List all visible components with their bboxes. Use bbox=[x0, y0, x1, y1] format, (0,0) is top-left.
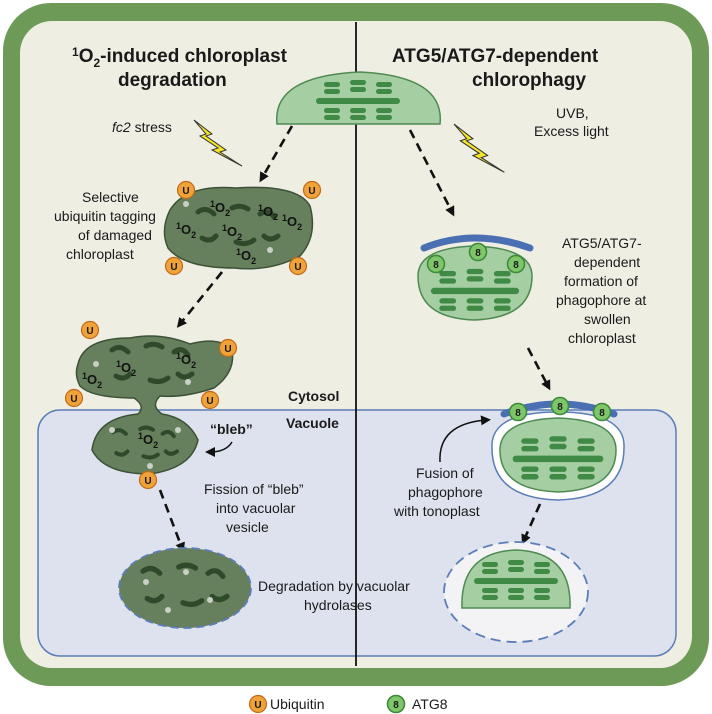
arrow-left-3 bbox=[158, 489, 185, 553]
damaged-chloroplast-blebbing bbox=[75, 335, 234, 475]
left-title-line1: 1O2-induced chloroplast bbox=[72, 45, 288, 70]
singlet-oxygen-a: 1O2 bbox=[210, 199, 230, 218]
vacuole-label: Vacuole bbox=[286, 415, 339, 431]
atg8-marker: 8 bbox=[426, 254, 446, 274]
svg-text:8: 8 bbox=[599, 408, 605, 419]
right-title-line1: ATG5/ATG7-dependent bbox=[392, 46, 599, 67]
phagophore-line6: chloroplast bbox=[568, 330, 636, 346]
fusion-line2: phagophore bbox=[408, 484, 483, 500]
ubiquitin-marker: U bbox=[138, 470, 158, 490]
svg-text:8: 8 bbox=[557, 402, 563, 413]
legend-ubiquitin-label: Ubiquitin bbox=[270, 696, 324, 712]
singlet-oxygen-i: 1O2 bbox=[82, 371, 102, 390]
singlet-oxygen-j: 1O2 bbox=[138, 431, 158, 450]
phagophore-line3: formation of bbox=[564, 273, 638, 289]
ubiquitin-marker: U bbox=[176, 180, 196, 200]
legend-atg8: 8 ATG8 bbox=[386, 694, 448, 714]
svg-text:U: U bbox=[206, 396, 213, 407]
tagging-line4: chloroplast bbox=[66, 246, 134, 262]
svg-text:U: U bbox=[86, 326, 93, 337]
ubiquitin-marker: U bbox=[164, 256, 184, 276]
arrow-right-2 bbox=[526, 347, 551, 391]
degradation-line1: Degradation by vacuolar bbox=[258, 578, 410, 594]
ubiquitin-marker: U bbox=[80, 320, 100, 340]
phagophore-line1: ATG5/ATG7- bbox=[562, 235, 642, 251]
autophagic-body-chloroplast bbox=[443, 541, 589, 643]
arrow-left-2 bbox=[176, 271, 224, 328]
ubiquitin-marker: U bbox=[302, 180, 322, 200]
arrow-right-3 bbox=[521, 503, 542, 545]
singlet-oxygen-h: 1O2 bbox=[176, 351, 196, 370]
ubiquitin-marker: U bbox=[288, 256, 308, 276]
bleb-label: “bleb” bbox=[210, 421, 253, 437]
arrow-left-1 bbox=[259, 125, 294, 183]
atg8-marker: 8 bbox=[508, 402, 528, 422]
svg-text:8: 8 bbox=[515, 408, 521, 419]
fc2-stress-label: fc2 stress bbox=[112, 119, 172, 135]
swollen-chloroplast-phagophore bbox=[417, 234, 534, 321]
singlet-oxygen-f: 1O2 bbox=[236, 247, 256, 266]
degradation-line2: hydrolases bbox=[304, 597, 372, 613]
tagging-line1: Selective bbox=[82, 189, 139, 205]
tagging-line3: of damaged bbox=[78, 227, 152, 243]
svg-text:U: U bbox=[70, 394, 77, 405]
fusion-pointer-arrow bbox=[439, 415, 491, 463]
fission-line2: into vacuolar bbox=[216, 500, 296, 516]
phagophore-line4: phagophore at bbox=[556, 292, 646, 308]
vacuolar-vesicle-degrading bbox=[118, 547, 252, 629]
ubiquitin-marker: U bbox=[200, 390, 220, 410]
right-title-line2: chlorophagy bbox=[472, 70, 586, 91]
ubiquitin-marker: U bbox=[218, 338, 238, 358]
svg-text:8: 8 bbox=[433, 260, 439, 271]
left-title-line2: degradation bbox=[118, 70, 227, 91]
atg8-marker: 8 bbox=[592, 402, 612, 422]
svg-text:U: U bbox=[144, 476, 151, 487]
atg8-marker: 8 bbox=[506, 254, 526, 274]
excess-light-label: Excess light bbox=[534, 123, 609, 139]
tagging-line2: ubiquitin tagging bbox=[54, 208, 156, 224]
svg-text:U: U bbox=[254, 700, 261, 711]
phagophore-line5: swollen bbox=[584, 311, 631, 327]
svg-text:U: U bbox=[182, 186, 189, 197]
atg8-marker: 8 bbox=[550, 396, 570, 416]
svg-text:U: U bbox=[294, 262, 301, 273]
svg-text:U: U bbox=[224, 344, 231, 355]
svg-text:8: 8 bbox=[513, 260, 519, 271]
singlet-oxygen-b: 1O2 bbox=[258, 203, 278, 222]
singlet-oxygen-d: 1O2 bbox=[222, 223, 242, 242]
bleb-pointer-arrow bbox=[205, 441, 233, 457]
fission-line1: Fission of “bleb” bbox=[204, 481, 304, 497]
atg8-marker: 8 bbox=[468, 242, 488, 262]
phagophore-line2: dependent bbox=[574, 254, 640, 270]
svg-text:8: 8 bbox=[393, 700, 399, 711]
svg-text:U: U bbox=[170, 262, 177, 273]
legend-atg8-label: ATG8 bbox=[412, 696, 448, 712]
singlet-oxygen-c: 1O2 bbox=[176, 221, 196, 240]
arrow-right-1 bbox=[408, 129, 455, 217]
fusion-line1: Fusion of bbox=[416, 465, 474, 481]
fission-line3: vesicle bbox=[226, 519, 269, 535]
singlet-oxygen-e: 1O2 bbox=[282, 213, 302, 232]
singlet-oxygen-g: 1O2 bbox=[116, 359, 136, 378]
svg-text:U: U bbox=[308, 186, 315, 197]
fusion-line3: with tonoplast bbox=[393, 503, 480, 519]
uvb-label: UVB, bbox=[556, 105, 589, 121]
ubiquitin-marker: U bbox=[64, 388, 84, 408]
healthy-chloroplast-top bbox=[276, 71, 441, 125]
cytosol-label: Cytosol bbox=[288, 388, 339, 404]
svg-text:8: 8 bbox=[475, 248, 481, 259]
damaged-chloroplast-tagged bbox=[163, 186, 314, 270]
legend-ubiquitin: U Ubiquitin bbox=[248, 694, 324, 714]
